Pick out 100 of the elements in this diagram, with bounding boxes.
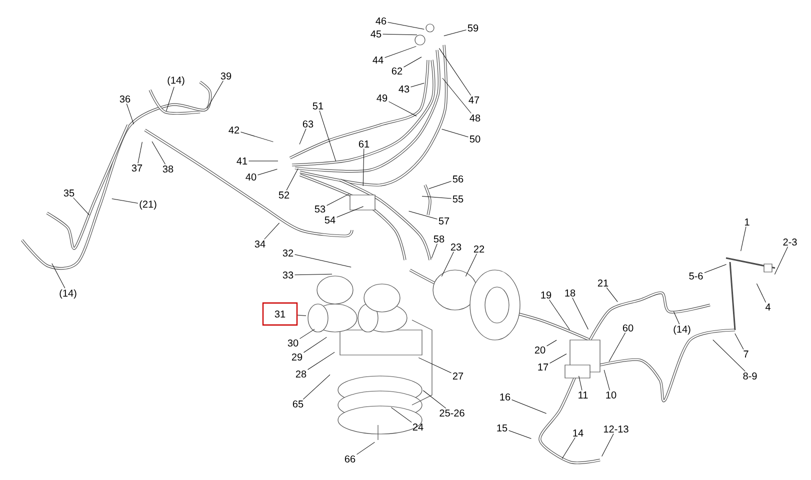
leader-line	[362, 148, 364, 186]
leader-line	[578, 376, 582, 391]
callout-number: 12-13	[604, 425, 628, 433]
callout-number: 28	[296, 370, 306, 378]
leader-line	[166, 86, 174, 112]
leader-line	[297, 314, 306, 316]
callout-number: 10	[606, 391, 616, 399]
leader-line	[138, 142, 142, 164]
leader-line	[712, 340, 746, 372]
callout-number: 54	[324, 216, 336, 224]
callout-number: 44	[372, 56, 384, 64]
leader-line	[431, 244, 438, 259]
leader-line	[608, 332, 626, 362]
callout-number: 25-26	[440, 409, 464, 417]
leader-line	[302, 374, 330, 400]
leader-line	[418, 357, 452, 374]
leader-line	[336, 206, 364, 218]
leader-line	[422, 390, 446, 409]
leader-line	[572, 298, 588, 330]
leader-line	[606, 287, 618, 302]
callout-number: 49	[376, 94, 388, 102]
callout-number: 4	[765, 304, 770, 310]
callout-number: 35	[64, 189, 74, 197]
callout-number: 36	[120, 95, 130, 103]
callout-number: 1	[745, 218, 750, 226]
callout-number: 8-9	[743, 372, 757, 380]
callout-number: 50	[470, 135, 480, 143]
leader-line	[294, 274, 332, 276]
leader-line	[422, 196, 452, 199]
leader-line	[206, 80, 224, 109]
callout-number: 41	[236, 158, 248, 164]
leader-line	[508, 430, 532, 439]
callout-number: 60	[622, 324, 634, 332]
callout-number: 65	[292, 400, 304, 408]
leader-line	[734, 333, 744, 350]
callout-number: 33	[282, 271, 294, 279]
callout-number: 14	[573, 430, 584, 436]
callout-number: 43	[398, 85, 410, 93]
leader-line	[294, 254, 352, 268]
callout-number: 45	[370, 30, 382, 38]
leader-line	[549, 300, 570, 330]
leader-line	[512, 399, 547, 414]
leader-line	[384, 46, 416, 58]
leader-line	[152, 141, 166, 165]
leader-line	[408, 210, 438, 220]
callout-number: 55	[452, 196, 464, 202]
leader-line	[774, 246, 788, 275]
callout-number: (14)	[674, 325, 690, 335]
callout-number: 38	[162, 165, 174, 173]
callout-number: 22	[474, 246, 484, 252]
callout-number: 52	[278, 191, 290, 199]
callout-number: 39	[220, 72, 232, 80]
callout-number: 34	[254, 240, 266, 248]
leader-line	[602, 434, 614, 457]
leader-line	[326, 194, 350, 206]
callout-number: 47	[468, 96, 480, 104]
callout-number: 53	[314, 205, 326, 213]
leader-line	[442, 78, 472, 114]
leader-line	[404, 56, 422, 68]
leader-line	[73, 198, 90, 216]
leader-line	[319, 110, 336, 162]
callout-number: 21	[598, 280, 608, 286]
callout-number: 30	[288, 339, 298, 347]
leader-line	[240, 132, 274, 142]
callout-number: 32	[282, 249, 294, 257]
callout-number: 29	[292, 353, 302, 361]
leader-line	[550, 354, 567, 364]
callout-number: 63	[302, 120, 314, 128]
leader-line	[562, 437, 576, 459]
callout-number: 59	[468, 24, 478, 32]
callout-number: 16	[500, 393, 510, 401]
callout-number: 18	[565, 289, 576, 297]
leader-line	[388, 22, 424, 30]
callout-number: 62	[392, 67, 402, 75]
callout-number: 17	[538, 364, 548, 370]
callout-number: 20	[534, 346, 546, 354]
leader-line	[442, 128, 468, 138]
leader-line	[300, 328, 315, 339]
leader-line	[299, 128, 306, 145]
leader-line	[673, 311, 680, 324]
leader-line	[410, 82, 424, 88]
leader-line	[604, 370, 610, 391]
callout-number: 11	[578, 392, 588, 398]
highlight-box: 31	[262, 302, 298, 326]
callout-number: 27	[452, 372, 464, 380]
leader-line	[546, 340, 557, 346]
leader-line	[286, 168, 298, 191]
callout-number: 19	[541, 291, 552, 299]
leader-line	[704, 264, 727, 274]
callout-number: 56	[452, 175, 464, 183]
leader-line	[126, 104, 134, 124]
leader-line	[388, 101, 417, 116]
callout-number: 42	[228, 126, 240, 134]
callout-number: 37	[132, 164, 142, 172]
callout-number: 2-3	[783, 238, 797, 246]
leader-line	[112, 198, 138, 204]
leader-line	[264, 222, 280, 240]
callout-number: 7	[744, 350, 748, 358]
leader-line	[52, 263, 66, 288]
leader-line	[308, 352, 335, 370]
